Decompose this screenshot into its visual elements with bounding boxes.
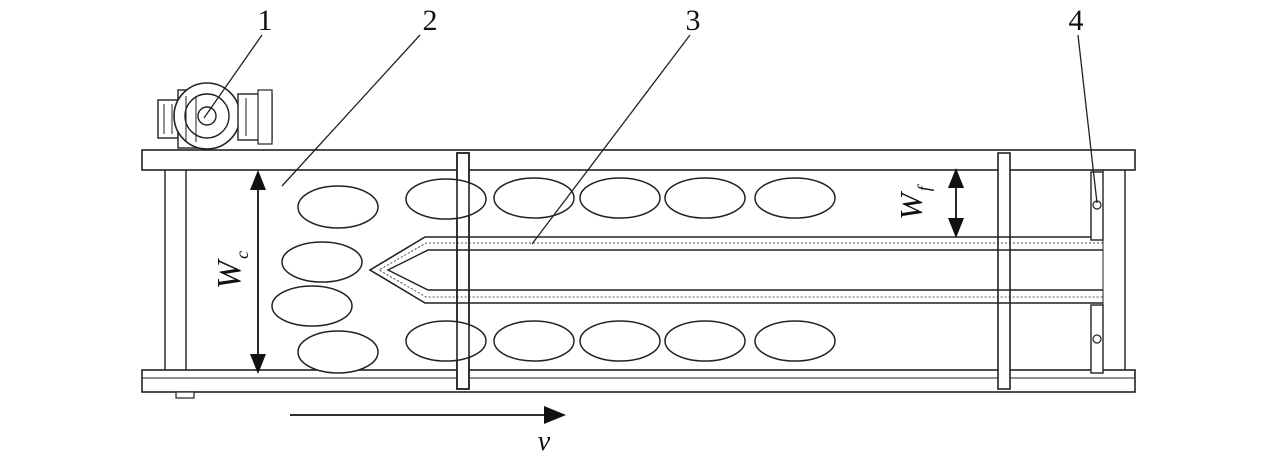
bottom-rail — [141, 369, 1136, 393]
conveyor-frame — [141, 149, 1136, 399]
item — [297, 330, 379, 374]
item — [297, 185, 379, 229]
item — [405, 178, 487, 220]
wf-dimension — [948, 168, 964, 238]
cross-bar-right — [997, 152, 1011, 390]
items — [271, 177, 836, 374]
item — [271, 285, 353, 327]
wc-label: Wc — [211, 251, 252, 289]
top-rail — [141, 149, 1136, 171]
foot — [175, 391, 195, 399]
item — [664, 320, 746, 362]
item — [579, 320, 661, 362]
flow-divider — [368, 236, 1103, 304]
item — [281, 241, 363, 283]
wc-dimension — [250, 170, 266, 374]
part-label-2: 2 — [423, 4, 438, 37]
leader-lines — [203, 34, 1098, 245]
velocity-arrow — [290, 406, 566, 424]
item — [405, 320, 487, 362]
item — [493, 177, 575, 219]
motor — [157, 82, 273, 150]
part-label-3: 3 — [686, 4, 701, 37]
part-label-1: 1 — [258, 4, 273, 37]
item — [579, 177, 661, 219]
item — [754, 320, 836, 362]
item — [664, 177, 746, 219]
wf-label: Wf — [893, 183, 934, 220]
part-label-4: 4 — [1069, 4, 1084, 37]
item — [754, 177, 836, 219]
velocity-label: v — [538, 426, 551, 457]
outlet-fixture — [1090, 171, 1104, 374]
item — [493, 320, 575, 362]
